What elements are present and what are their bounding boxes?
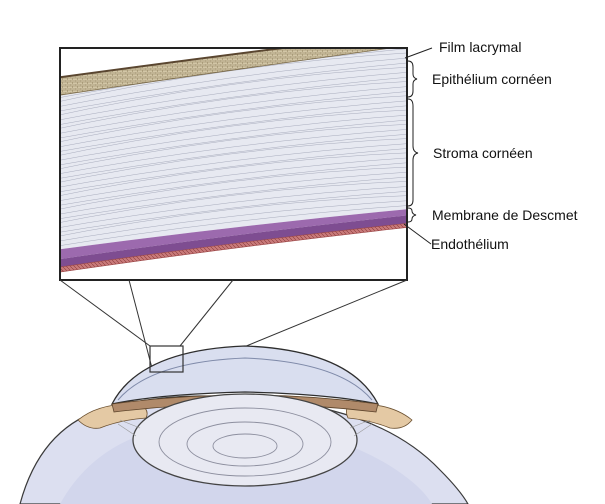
- stroma-fibre: [60, 105, 407, 152]
- eye-illustration: [19, 345, 469, 504]
- stroma-fibre: [60, 91, 407, 139]
- stroma-fibre: [60, 76, 407, 125]
- stroma-fibre: [60, 95, 407, 142]
- stroma-fibre: [60, 157, 407, 201]
- inset-frame: [59, 47, 408, 281]
- label-epithelium: Epithélium cornéen: [432, 71, 552, 87]
- stroma-fibre: [60, 148, 407, 192]
- stroma-fibre: [60, 72, 407, 121]
- stroma-fibre: [60, 176, 407, 219]
- stroma-fibre: [60, 205, 407, 246]
- stroma-fibre: [60, 186, 407, 228]
- zoom-region-marker: [149, 345, 184, 373]
- stroma-fibre: [60, 152, 407, 196]
- cross-section-inset: [59, 47, 408, 281]
- descemet-layer: [60, 209, 407, 260]
- stroma-fibre: [60, 114, 407, 161]
- stroma-fibre: [60, 200, 407, 242]
- stroma-fibre: [60, 81, 407, 129]
- stroma-fibre: [60, 162, 407, 206]
- stroma-fibre: [60, 62, 407, 112]
- stroma-fibre: [60, 138, 407, 183]
- stroma-fibre: [60, 171, 407, 215]
- stroma-fibre: [60, 129, 407, 174]
- stroma-fibre: [60, 100, 407, 147]
- stroma-layer: [60, 48, 407, 250]
- stroma-fibre: [60, 57, 407, 107]
- stroma-fibre: [60, 86, 407, 134]
- stroma-fibre: [60, 191, 407, 233]
- tear-film-line: [60, 48, 291, 79]
- label-stroma: Stroma cornéen: [433, 145, 533, 161]
- stroma-fibre: [60, 166, 407, 210]
- stroma-fibre: [60, 109, 407, 156]
- label-brackets: [403, 47, 433, 245]
- stroma-fibre: [60, 133, 407, 179]
- label-descemet-membrane: Membrane de Descmet: [432, 207, 578, 223]
- stroma-fibre: [60, 119, 407, 166]
- endothelium-layer: [60, 223, 407, 273]
- stroma-fibre: [60, 66, 407, 115]
- stroma-fibre: [60, 123, 407, 169]
- stroma-fibre: [60, 181, 407, 223]
- lens: [132, 393, 358, 487]
- label-film-lacrymal: Film lacrymal: [439, 39, 522, 55]
- label-endothelium: Endothélium: [431, 236, 509, 252]
- stroma-fibre: [60, 195, 407, 237]
- stroma-fibre: [60, 143, 407, 188]
